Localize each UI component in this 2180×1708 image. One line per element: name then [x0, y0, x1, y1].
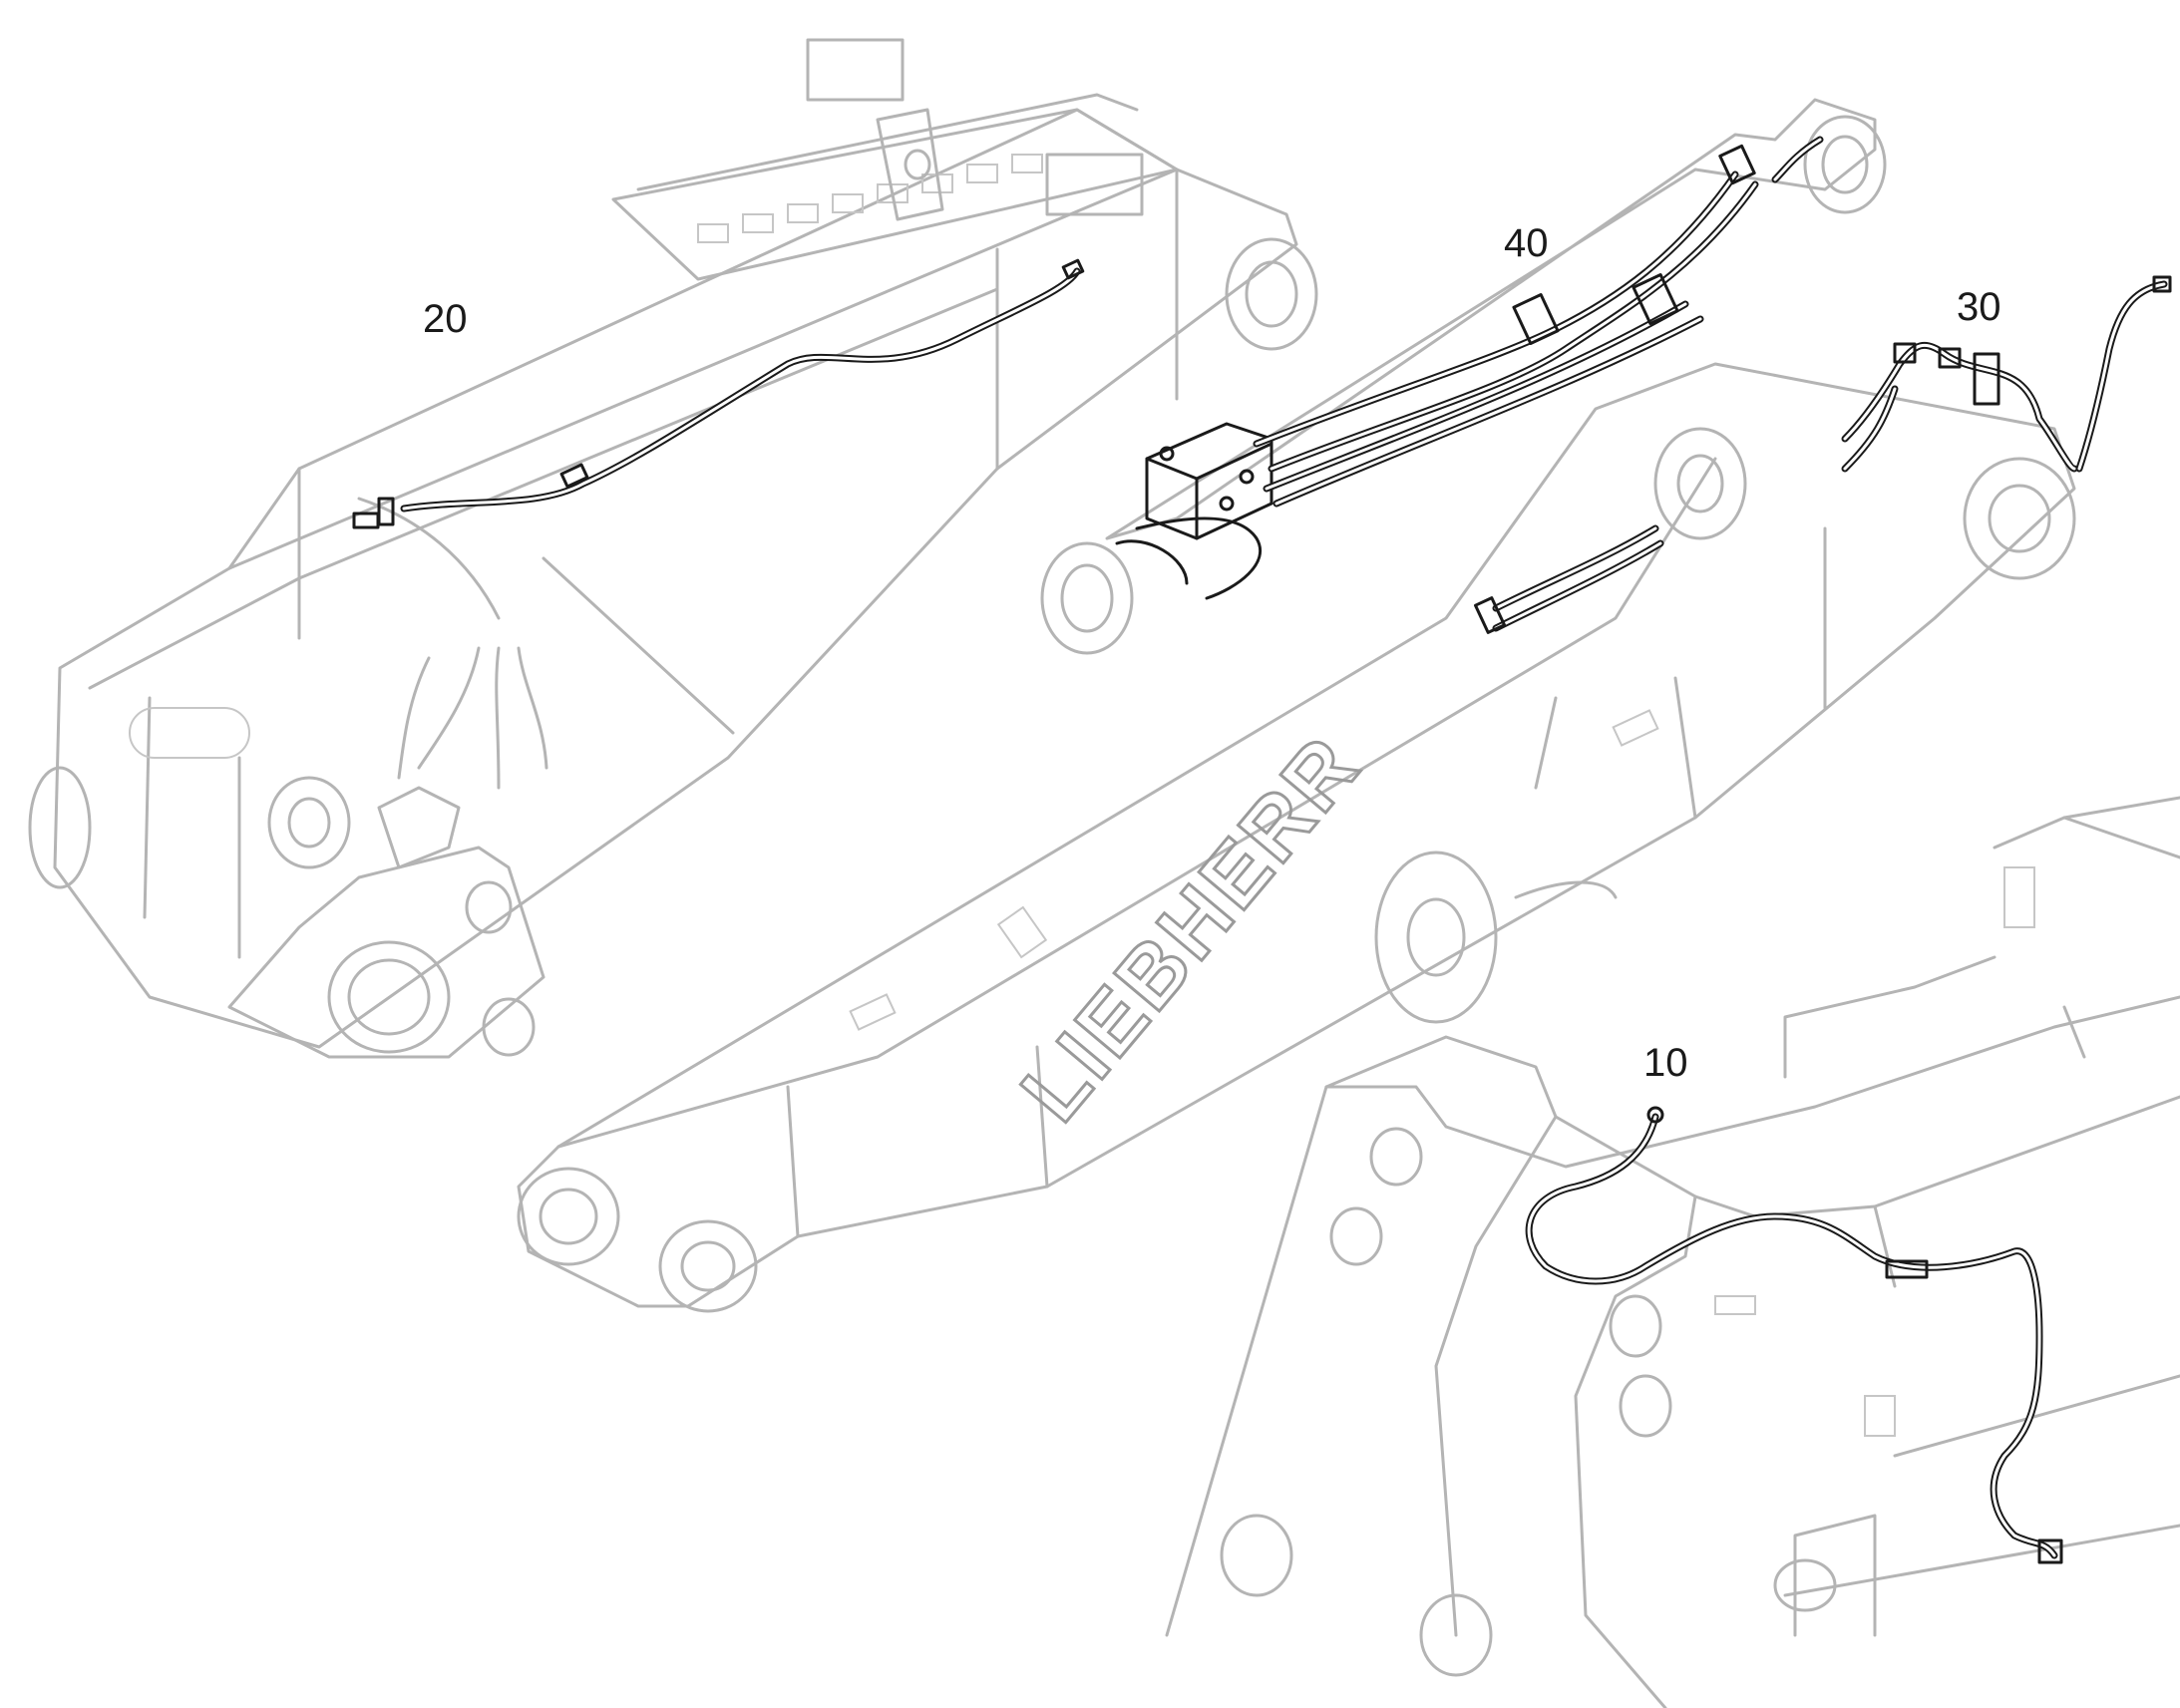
callout-label-10: 10	[1643, 1041, 1688, 1085]
liebherr-boom-logo: LIEBHERR	[1002, 716, 1381, 1141]
svg-text:LIEBHERR: LIEBHERR	[1003, 717, 1379, 1139]
uppercarriage-hose-10	[1525, 1106, 2063, 1564]
left-arm-pivot-bracket	[227, 786, 545, 1059]
main-boom-structure: LIEBHERR	[517, 362, 2076, 1313]
callout-label-30: 30	[1957, 285, 2001, 329]
left-arm-hose-20	[352, 258, 1085, 529]
main-boom-hoses-30	[1474, 275, 2172, 634]
callout-label-20: 20	[423, 297, 468, 341]
boom-cylinder	[1040, 98, 1887, 655]
boom-cylinder-control-valve	[1145, 422, 1273, 540]
boom-cylinder-hoses-40	[1253, 136, 1824, 508]
left-arm-structure	[28, 108, 1318, 1049]
callout-label-40: 40	[1504, 221, 1549, 265]
left-arm-valve-manifold	[611, 38, 1179, 281]
